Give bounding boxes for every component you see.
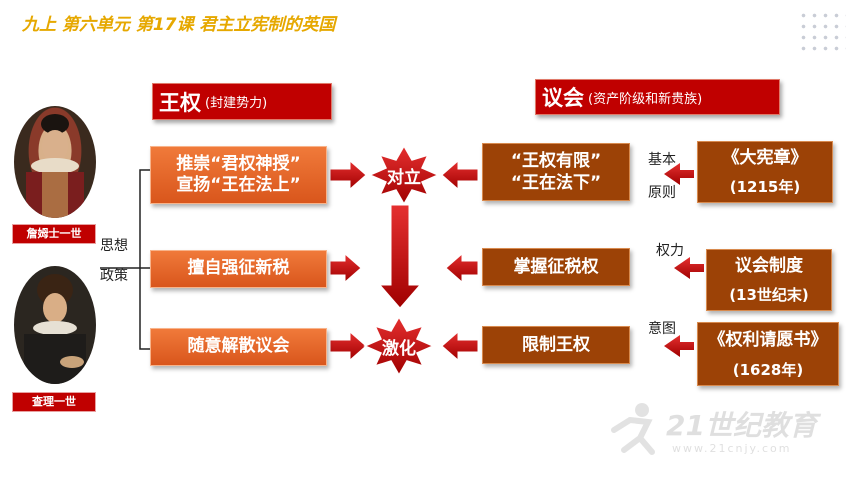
connector-2-top: 权力 bbox=[656, 243, 684, 259]
runner-logo-icon bbox=[611, 403, 655, 455]
watermark-url: www.21cnjy.com bbox=[672, 442, 792, 455]
parliament-action-1: “王权有限” “王在法下” bbox=[482, 143, 630, 201]
intensify-label: 激化 bbox=[382, 339, 416, 359]
left-header-main: 王权 bbox=[159, 90, 201, 115]
king-action-2-line1: 擅自强征新税 bbox=[187, 258, 290, 279]
arrow-right-1 bbox=[329, 159, 367, 191]
document-2-name: 议会制度 bbox=[735, 256, 803, 276]
king-action-1-line1: 推崇“君权神授” bbox=[176, 153, 301, 174]
document-2-year: (13世纪末) bbox=[729, 286, 809, 304]
right-header: 议会 (资产阶级和新贵族) bbox=[535, 79, 780, 115]
parliament-action-2-line1: 掌握征税权 bbox=[513, 256, 599, 277]
arrow-right-2 bbox=[329, 252, 362, 284]
arrow-left-doc-1 bbox=[664, 163, 694, 185]
james-i-portrait bbox=[14, 106, 96, 218]
decorative-dot-grid bbox=[798, 10, 846, 54]
document-petition-of-right: 《权利请愿书》 (1628年) bbox=[697, 322, 839, 386]
king-action-3: 随意解散议会 bbox=[150, 328, 327, 366]
arrow-right-3 bbox=[329, 330, 367, 362]
document-3-year: (1628年) bbox=[732, 361, 804, 379]
king-action-1-line2: 宣扬“王在法上” bbox=[176, 175, 301, 195]
arrow-down bbox=[378, 204, 422, 309]
conflict-label: 对立 bbox=[387, 168, 421, 188]
watermark: 21世纪教育 www.21cnjy.com bbox=[600, 396, 840, 466]
right-header-main: 议会 bbox=[542, 86, 584, 110]
charles-i-label: 查理一世 bbox=[12, 392, 96, 412]
connector-1-top: 基本 bbox=[648, 152, 676, 168]
arrow-left-2 bbox=[445, 252, 479, 284]
king-action-2: 擅自强征新税 bbox=[150, 250, 327, 288]
starburst-intensify bbox=[363, 315, 435, 377]
connector-3-top: 意图 bbox=[648, 321, 676, 337]
portrait-figure bbox=[26, 114, 84, 218]
charles-i-portrait bbox=[14, 266, 96, 384]
parliament-action-3: 限制王权 bbox=[482, 326, 630, 364]
connector-1-bottom: 原则 bbox=[648, 185, 676, 201]
parliament-action-1-line1: “王权有限” bbox=[510, 150, 602, 171]
right-header-sub: (资产阶级和新贵族) bbox=[588, 91, 703, 107]
king-action-1: 推崇“君权神授” 宣扬“王在法上” bbox=[150, 146, 327, 204]
document-1-year: (1215年) bbox=[729, 178, 801, 196]
arrow-left-1 bbox=[441, 159, 479, 191]
document-magna-carta: 《大宪章》 (1215年) bbox=[697, 141, 833, 203]
arrow-left-3 bbox=[441, 330, 479, 362]
bracket-line bbox=[100, 169, 150, 350]
starburst-conflict bbox=[368, 144, 440, 206]
thought-label: 思想 bbox=[100, 238, 128, 254]
arrow-left-doc-3 bbox=[664, 335, 694, 357]
left-header-sub: (封建势力) bbox=[205, 96, 268, 111]
parliament-action-3-line1: 限制王权 bbox=[522, 334, 590, 355]
left-header: 王权 (封建势力) bbox=[152, 83, 332, 120]
document-3-name: 《权利请愿书》 bbox=[708, 330, 828, 350]
james-i-label: 詹姆士一世 bbox=[12, 224, 96, 244]
document-1-name: 《大宪章》 bbox=[722, 148, 808, 168]
watermark-brand: 21世纪教育 bbox=[666, 409, 817, 442]
policy-label: 政策 bbox=[100, 268, 128, 284]
page-title: 九上 第六单元 第17课 君主立宪制的英国 bbox=[22, 15, 336, 35]
parliament-action-2: 掌握征税权 bbox=[482, 248, 630, 286]
arrow-left-doc-2 bbox=[674, 257, 704, 279]
portrait-figure bbox=[24, 274, 86, 384]
king-action-3-line1: 随意解散议会 bbox=[187, 336, 290, 357]
document-parliament-system: 议会制度 (13世纪末) bbox=[706, 249, 832, 311]
parliament-action-1-line2: “王在法下” bbox=[510, 173, 602, 193]
